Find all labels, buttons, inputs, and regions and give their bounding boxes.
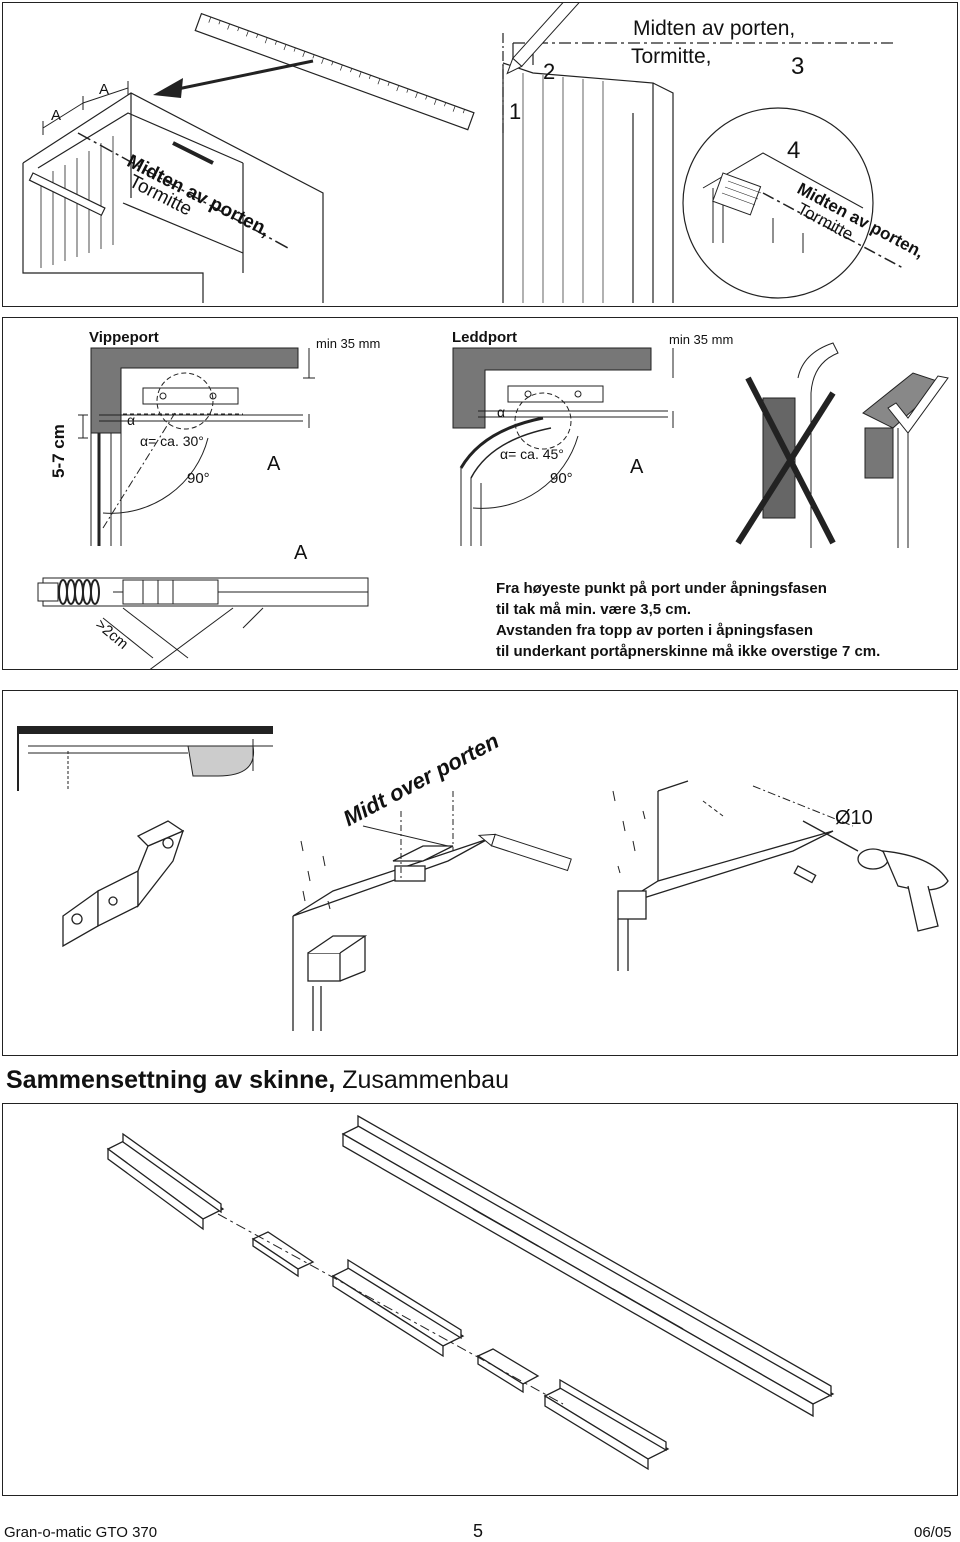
step-2-number: 2 xyxy=(543,59,556,84)
leddport-title: Leddport xyxy=(452,329,517,346)
vippeport-title: Vippeport xyxy=(89,329,159,346)
angle-90-left: 90° xyxy=(187,470,210,487)
center-label-sub: Tormitte, xyxy=(631,45,712,68)
info-line-3: Avstanden fra topp av porten i åpningsfa… xyxy=(496,622,813,639)
side-dimension-5-7cm: 5-7 cm xyxy=(49,424,68,478)
footer-product: Gran-o-matic GTO 370 xyxy=(4,1524,158,1541)
ceiling-marking-panel: Midten av porten, Tormitte, 1 2 3 4 A A … xyxy=(2,2,958,307)
rail-assembly-illustration xyxy=(106,1114,835,1471)
angle-90-right: 90° xyxy=(550,470,573,487)
info-line-2: til tak må min. være 3,5 cm. xyxy=(496,601,692,618)
footer-date: 06/05 xyxy=(914,1524,952,1541)
dimension-a-label-2: A xyxy=(99,81,110,98)
min-35mm-left: min 35 mm xyxy=(316,336,381,351)
garage-ceiling-illustration xyxy=(22,3,904,303)
dimension-a-label: A xyxy=(51,107,62,124)
bracket-mounting-panel: Midt over porten Ø10 xyxy=(2,690,958,1056)
section-heading: Sammensettning av skinne, Zusammenbau xyxy=(6,1066,509,1095)
rail-assembly-panel xyxy=(2,1103,958,1496)
min-35mm-right: min 35 mm xyxy=(669,332,734,347)
bracket-mounting-illustration xyxy=(17,726,949,1031)
alpha-symbol-right: α xyxy=(497,404,506,420)
clearance-info-text: Fra høyeste punkt på port under åpningsf… xyxy=(496,578,880,662)
alpha-30-label: α= ca. 30° xyxy=(140,433,204,449)
a-label-right: A xyxy=(630,456,644,478)
door-clearance-illustration xyxy=(37,342,949,669)
section-heading-normal: Zusammenbau xyxy=(335,1066,509,1094)
step-3-number: 3 xyxy=(791,53,805,80)
info-line-4: til underkant portåpnerskinne må ikke ov… xyxy=(496,643,881,660)
a-label-bottom: A xyxy=(294,542,308,564)
info-line-1: Fra høyeste punkt på port under åpningsf… xyxy=(496,580,827,597)
step-1-number: 1 xyxy=(509,99,522,124)
center-label-main: Midten av porten, xyxy=(633,17,796,40)
footer-page-number: 5 xyxy=(473,1521,484,1541)
alpha-45-label: α= ca. 45° xyxy=(500,446,564,462)
step-4-number: 4 xyxy=(787,137,801,164)
alpha-symbol-left: α xyxy=(127,412,136,428)
a-label-left: A xyxy=(267,453,281,475)
door-clearance-panel: Vippeport Leddport min 35 mm min 35 mm 5… xyxy=(2,317,958,670)
drill-diameter-label: Ø10 xyxy=(835,807,873,829)
section-heading-bold: Sammensettning av skinne, xyxy=(6,1066,336,1094)
